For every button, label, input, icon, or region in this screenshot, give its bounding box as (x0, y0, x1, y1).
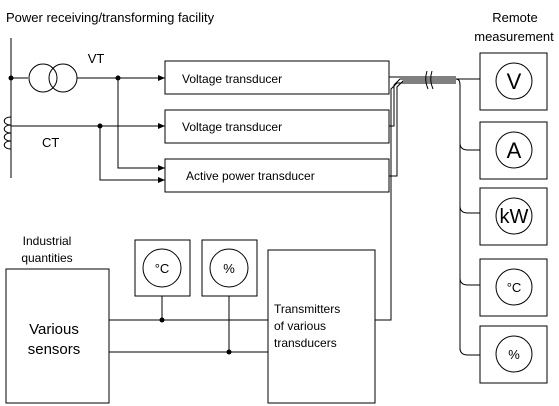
industrial-quantities-label-line1: Industrial (23, 234, 72, 248)
local-thermometer: °C (134, 239, 191, 297)
transmitters-label-line1: Transmitters (274, 302, 340, 316)
transmitters-box (267, 249, 376, 404)
industrial-quantities-label-line2: quantities (21, 251, 72, 265)
remote-thermometer: °C (479, 258, 548, 317)
local-thermometer-symbol: °C (155, 261, 170, 276)
diagram-title: Power receiving/transforming facility (6, 10, 215, 25)
remote-branch-a (459, 142, 480, 151)
remote-thermometer-symbol: °C (507, 280, 522, 295)
vt-transformer-symbol (28, 63, 78, 93)
remote-wattmeter-symbol: kW (500, 206, 529, 228)
transducer-2-output-line (389, 78, 456, 127)
voltage-transducer-box-1 (164, 60, 390, 95)
local-percent-symbol: % (223, 261, 235, 276)
remote-voltmeter: V (479, 52, 548, 111)
remote-measurement-label-line2: measurement (474, 29, 554, 44)
active-power-transducer-label: Active power transducer (186, 169, 315, 183)
remote-distribution-line (455, 78, 461, 350)
various-sensors-box (5, 268, 110, 404)
voltage-transducer-label-1: Voltage transducer (182, 72, 282, 86)
remote-branch-percent (459, 347, 480, 356)
thermometer-junction-dot (159, 317, 165, 323)
voltage-transducer-label-2: Voltage transducer (182, 120, 282, 134)
various-sensors-label-line1: Various (29, 321, 79, 338)
remote-percent-meter: % (479, 325, 548, 384)
transmitters-label-line3: transducers (274, 336, 337, 350)
remote-measurement-label-line1: Remote (492, 10, 538, 25)
ct-label: CT (42, 135, 59, 150)
cable-break-mark (425, 70, 434, 90)
remote-voltmeter-symbol: V (507, 69, 522, 94)
ct-coil-symbol (3, 116, 12, 150)
remote-branch-kw (459, 205, 480, 214)
transducer-3-output-line (389, 80, 456, 177)
remote-ammeter: A (479, 121, 548, 180)
transmitter-output-line (375, 82, 456, 321)
active-power-transducer-box (164, 158, 390, 193)
bus-junction-dot (8, 75, 14, 81)
vt-label: VT (88, 51, 105, 66)
remote-ammeter-symbol: A (507, 138, 522, 163)
remote-branch-temperature (459, 277, 480, 286)
various-sensors-label-line2: sensors (28, 341, 81, 358)
percent-junction-dot (226, 349, 232, 355)
transmitters-label-line2: of various (274, 319, 326, 333)
local-percent-meter: % (201, 239, 258, 297)
remote-wattmeter: kW (479, 187, 548, 246)
ct-to-active-power-line (99, 126, 165, 183)
vt-to-active-power-line (117, 78, 165, 171)
remote-percent-symbol: % (508, 347, 520, 362)
